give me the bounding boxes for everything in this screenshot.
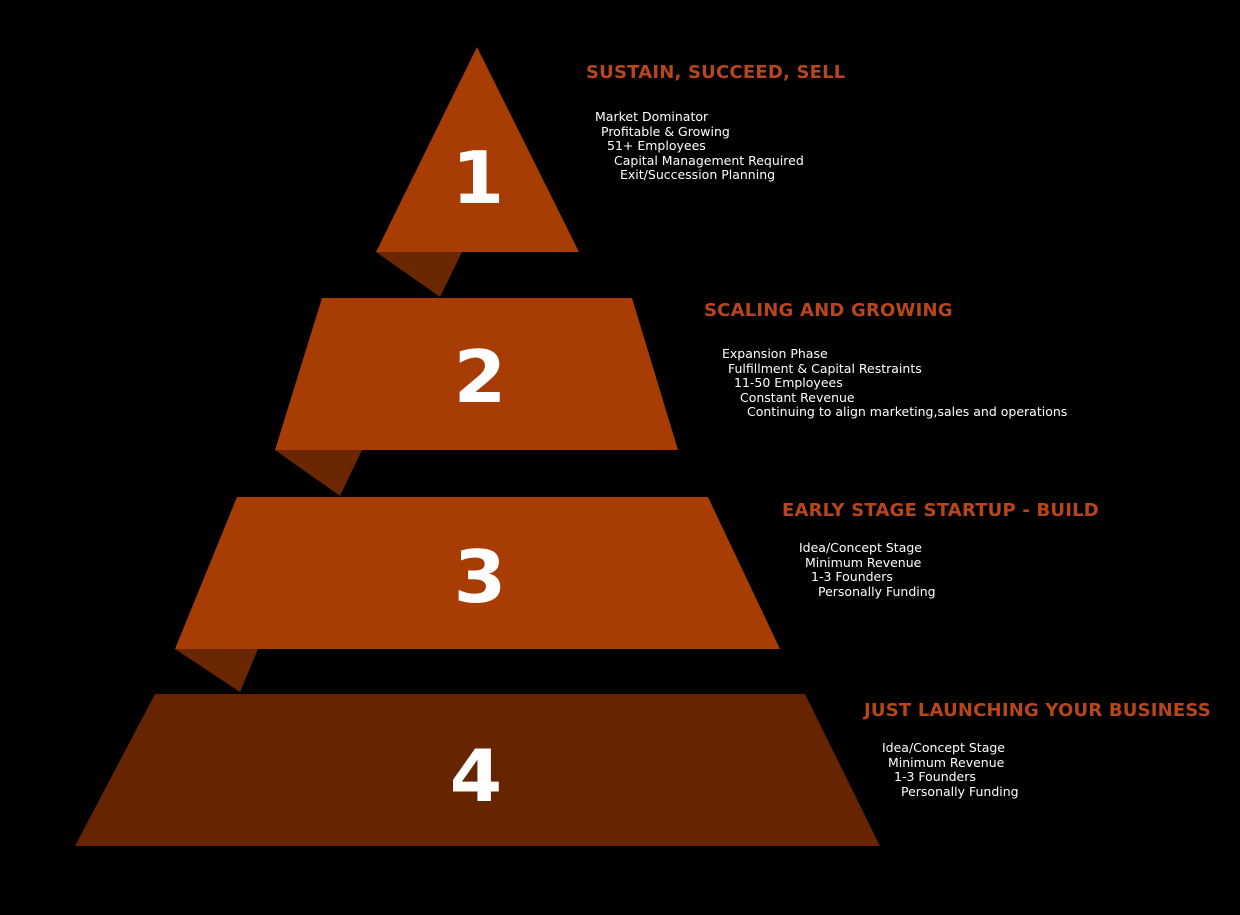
tier-1-number: 1 <box>451 136 505 220</box>
list-item: Minimum Revenue <box>888 754 1005 770</box>
list-item: Idea/Concept Stage <box>799 540 922 555</box>
list-item: Profitable & Growing <box>601 123 730 139</box>
tier-2-list: Expansion Phase Fulfillment & Capital Re… <box>722 346 1068 420</box>
tier-1-title: SUSTAIN, SUCCEED, SELL <box>586 62 846 83</box>
list-item: Constant Revenue <box>740 389 855 405</box>
tier-2-shape <box>275 298 678 450</box>
tier-1-list: Market Dominator Profitable & Growing 51… <box>595 109 804 183</box>
list-item: Minimum Revenue <box>805 554 922 570</box>
tier-3-list: Idea/Concept Stage Minimum Revenue 1-3 F… <box>799 540 936 599</box>
tier-4-title: JUST LAUNCHING YOUR BUSINESS <box>864 700 1211 721</box>
tier-4-shape <box>75 694 880 846</box>
tier-4-number: 4 <box>449 734 503 818</box>
list-item: Expansion Phase <box>722 346 828 361</box>
tier-2-number: 2 <box>453 335 507 419</box>
list-item: Exit/Succession Planning <box>620 167 776 183</box>
list-item: 51+ Employees <box>607 138 706 154</box>
tier-3-title: EARLY STAGE STARTUP - BUILD <box>782 500 1099 521</box>
tier-4-list: Idea/Concept Stage Minimum Revenue 1-3 F… <box>882 740 1019 799</box>
list-item: Idea/Concept Stage <box>882 740 1005 755</box>
tier-2-fold <box>275 450 362 496</box>
list-item: 1-3 Founders <box>811 569 893 585</box>
list-item: Continuing to align marketing,sales and … <box>747 404 1068 420</box>
list-item: Capital Management Required <box>614 152 804 168</box>
list-item: Personally Funding <box>818 583 936 599</box>
list-item: 1-3 Founders <box>894 769 976 785</box>
list-item: Fulfillment & Capital Restraints <box>728 360 922 376</box>
tier-3-fold <box>175 649 258 692</box>
list-item: Personally Funding <box>901 783 1019 799</box>
tier-2-title: SCALING AND GROWING <box>704 300 953 321</box>
tier-3-shape <box>175 497 780 649</box>
list-item: 11-50 Employees <box>734 375 843 391</box>
list-item: Market Dominator <box>595 109 709 124</box>
tier-1-fold <box>376 252 462 297</box>
tier-1-shape <box>376 47 579 252</box>
tier-3-number: 3 <box>453 535 507 619</box>
